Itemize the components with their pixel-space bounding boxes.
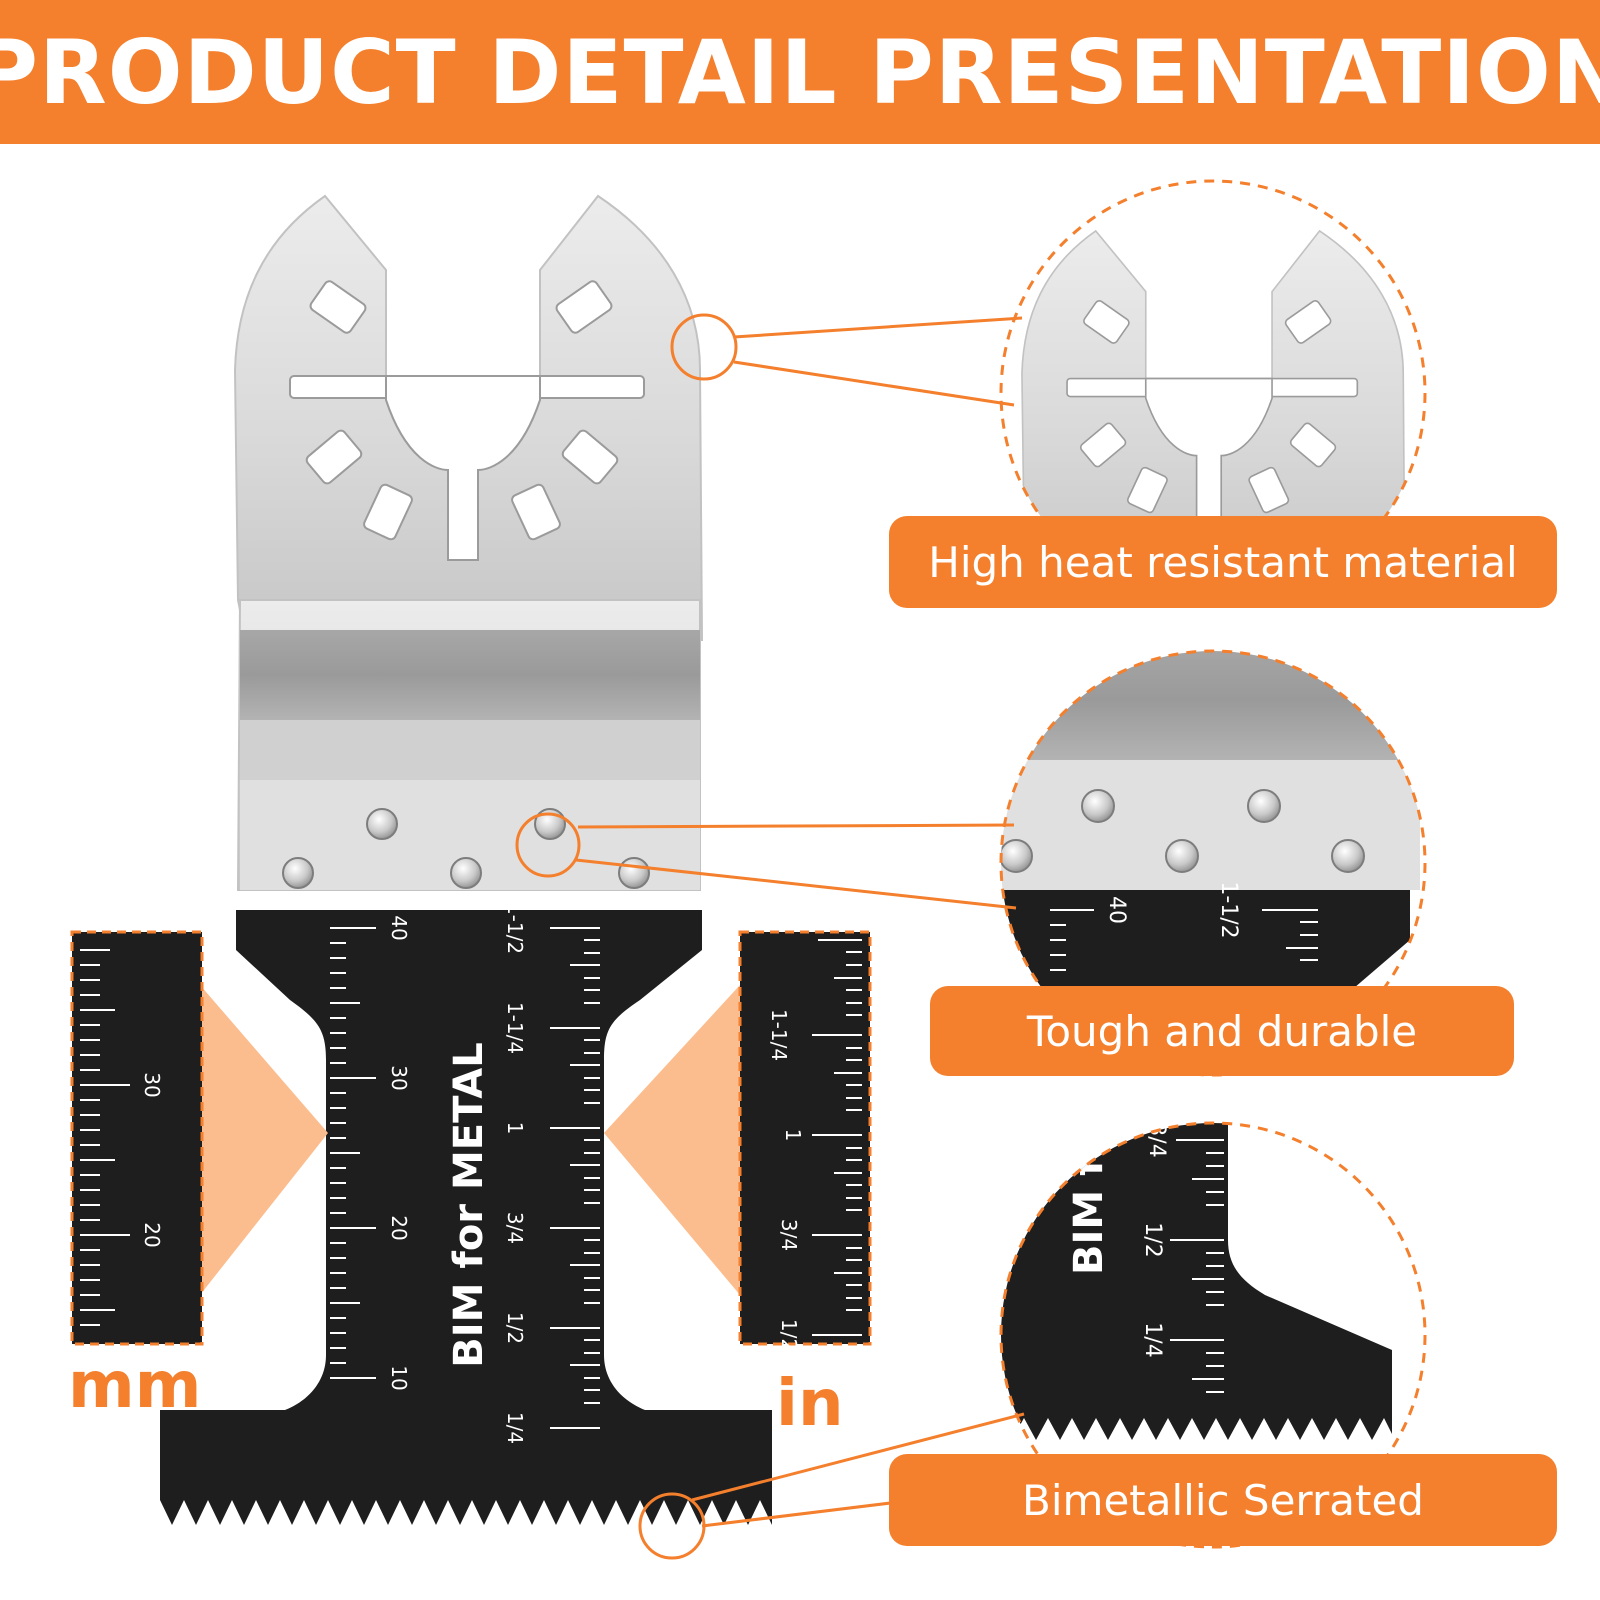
zoom-in-label: 1-1/2: [1216, 881, 1241, 938]
zoom-in-label: 1/4: [1140, 1322, 1165, 1357]
mm-label: 30: [387, 1065, 411, 1090]
zoom-mm-label: 40: [1104, 896, 1129, 924]
rivet: [1081, 789, 1115, 823]
in-inset-label: 1/2: [777, 1319, 801, 1351]
bimetal-cutting-section: [160, 910, 772, 1500]
mm-label: 10: [387, 1365, 411, 1390]
callout-bimetallic-serrated: Bimetallic Serrated: [889, 1454, 1557, 1546]
inch-scale-ticks: [550, 927, 600, 1429]
mm-label: 40: [387, 915, 411, 940]
mm-inset-label: 20: [140, 1222, 164, 1247]
unit-label-mm: mm: [68, 1349, 202, 1423]
in-inset-label: 1: [781, 1129, 805, 1142]
inch-label: 1: [503, 1122, 527, 1135]
saw-blade: 40 30 20 10 1-1/2 1-1/4 1 3/4 1/2 1/4 BI…: [160, 195, 772, 1525]
page-title: PRODUCT DETAIL PRESENTATION: [0, 20, 1600, 124]
rivet: [1001, 839, 1033, 873]
inch-label: 3/4: [503, 1212, 527, 1244]
in-inset-label: 1-1/4: [767, 1009, 791, 1061]
inch-label: 1-1/2: [503, 902, 527, 954]
inch-label: 1/4: [503, 1412, 527, 1444]
rivet: [1331, 839, 1365, 873]
mm-label: 20: [387, 1215, 411, 1240]
header-banner: PRODUCT DETAIL PRESENTATION: [0, 0, 1600, 144]
mm-scale-inset: 30 20: [70, 930, 328, 1346]
inch-label: 1-1/4: [503, 1002, 527, 1054]
callout-heat-resistant: High heat resistant material: [889, 516, 1557, 608]
zoom-brand-text: BIM f: [1066, 1158, 1112, 1275]
mm-inset-label: 30: [140, 1072, 164, 1097]
rivet: [1247, 789, 1281, 823]
inch-label: 1/2: [503, 1312, 527, 1344]
zoom-in-label: 1/2: [1140, 1222, 1165, 1257]
blade-bend-band: [240, 630, 700, 720]
blade-mount-head: [234, 195, 703, 641]
zoom-in-label: 3/4: [1144, 1122, 1169, 1157]
blade-brand-text: BIM for METAL: [446, 1042, 492, 1367]
in-scale-inset: 1-1/4 1 3/4 1/2: [604, 930, 872, 1351]
rivet: [618, 857, 650, 889]
unit-label-in: in: [776, 1367, 844, 1441]
rivet: [1165, 839, 1199, 873]
in-inset-label: 3/4: [777, 1219, 801, 1251]
serrated-teeth: [1001, 1418, 1392, 1440]
rivet: [366, 808, 398, 840]
rivet: [450, 857, 482, 889]
callout-tough-durable: Tough and durable: [930, 986, 1514, 1076]
mm-scale-ticks: [330, 927, 376, 1379]
serrated-teeth: [160, 1500, 772, 1525]
rivet: [282, 857, 314, 889]
